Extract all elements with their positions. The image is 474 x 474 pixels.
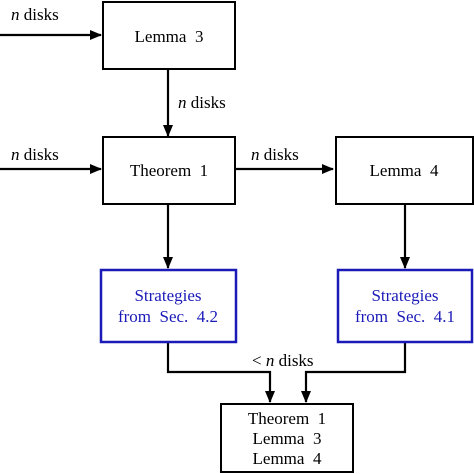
node-result: Theorem 1 Lemma 3 Lemma 4 [220, 403, 354, 473]
edge-label-lemma3-theorem1: n disks [178, 93, 226, 112]
node-lemma3: Lemma 3 [102, 1, 236, 70]
edge-label-theorem1-lemma4: n disks [251, 145, 299, 164]
node-result-line2: Lemma 3 [253, 429, 322, 448]
node-strategies-4-1: Strategies from Sec. 4.1 [336, 268, 474, 344]
node-strategies-4-2: Strategies from Sec. 4.2 [99, 268, 238, 344]
edge-labels: n disks n disks n disks n disks < n disk… [11, 5, 314, 370]
node-strategies-4-1-line2: from Sec. 4.1 [355, 307, 455, 326]
node-lemma3-label: Lemma 3 [135, 27, 204, 46]
edge-label-input-theorem1: n disks [11, 145, 59, 164]
node-theorem1: Theorem 1 [102, 136, 236, 205]
node-result-line3: Lemma 4 [253, 449, 322, 468]
node-result-line1: Theorem 1 [248, 409, 326, 428]
arrow-strategies42-to-result [166, 343, 275, 403]
edge-label-input-lemma3: n disks [11, 5, 59, 24]
node-strategies-4-1-line1: Strategies [371, 286, 438, 305]
edges [0, 30, 410, 403]
arrow-strategies41-to-result [301, 343, 407, 403]
node-strategies-4-2-line2: from Sec. 4.2 [118, 307, 218, 326]
node-theorem1-label: Theorem 1 [130, 161, 208, 180]
node-lemma4-label: Lemma 4 [370, 161, 439, 180]
edge-label-to-result: < n disks [252, 351, 314, 370]
node-lemma4: Lemma 4 [335, 136, 474, 205]
node-strategies-4-2-line1: Strategies [134, 286, 201, 305]
